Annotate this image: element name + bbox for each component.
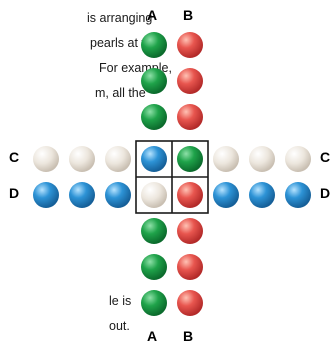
pearl-row-c-1 — [33, 146, 59, 172]
text-line-6: out. — [109, 319, 130, 333]
row-c-right-label: C — [320, 149, 331, 165]
pearl-intersection-a-d — [141, 182, 167, 208]
pearl-intersection-b-d — [177, 182, 203, 208]
pearl-column-b-2 — [177, 68, 203, 94]
text-line-1: is arranging — [87, 11, 153, 25]
pearl-row-d-3 — [105, 182, 131, 208]
row-d-right-label: D — [320, 185, 331, 201]
pearl-row-d-1 — [33, 182, 59, 208]
pearl-column-a-3 — [141, 104, 167, 130]
text-line-4: m, all the — [95, 86, 146, 100]
pearl-column-a-2 — [141, 68, 167, 94]
pearl-column-a-1 — [141, 32, 167, 58]
column-a-bottom-label: A — [147, 328, 158, 344]
column-b-top-label: B — [183, 7, 194, 23]
pearl-column-b-5 — [177, 254, 203, 280]
pearl-column-a-5 — [141, 254, 167, 280]
pearl-intersection-b-c — [177, 146, 203, 172]
column-a-top-label: A — [147, 7, 158, 23]
pearl-column-b-4 — [177, 218, 203, 244]
pearl-column-a-6 — [141, 290, 167, 316]
row-d-left-label: D — [9, 185, 20, 201]
pearl-row-d-2 — [69, 182, 95, 208]
column-b-bottom-label: B — [183, 328, 194, 344]
pearl-row-c-2 — [69, 146, 95, 172]
pearl-column-b-1 — [177, 32, 203, 58]
pearl-column-b-3 — [177, 104, 203, 130]
pearl-row-d-5 — [249, 182, 275, 208]
pearl-intersection-a-c — [141, 146, 167, 172]
text-line-5: le is — [109, 294, 132, 308]
pearl-column-a-4 — [141, 218, 167, 244]
row-c-left-label: C — [9, 149, 20, 165]
pearl-column-b-6 — [177, 290, 203, 316]
pearl-row-c-6 — [285, 146, 311, 172]
pearl-row-c-3 — [105, 146, 131, 172]
pearl-row-c-5 — [249, 146, 275, 172]
pearl-row-c-4 — [213, 146, 239, 172]
pearl-row-d-4 — [213, 182, 239, 208]
pearl-row-d-6 — [285, 182, 311, 208]
